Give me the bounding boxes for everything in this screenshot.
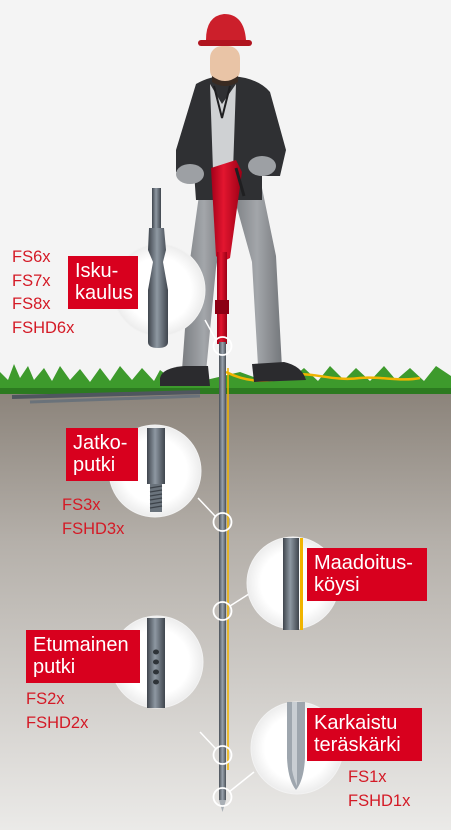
label-isku-kaulus: Isku- kaulus: [68, 256, 138, 309]
rod-hammer: [211, 160, 246, 344]
spare-rods: [11, 390, 201, 404]
codes-karkaistu-teräskärki: FS1x FSHD1x: [348, 768, 411, 810]
part-jatkoputki: [147, 428, 165, 512]
part-isku-kaulus: [148, 188, 168, 348]
part-maadoitusköysi: [283, 538, 303, 630]
label-karkaistu-teräskärki: Karkaistu teräskärki: [307, 708, 422, 761]
driven-rod: [219, 342, 226, 800]
part-teräskärki: [287, 702, 305, 790]
codes-isku-kaulus: FS6x FS7x FS8x FSHD6x: [12, 248, 75, 337]
codes-jatkoputki: FS3x FSHD3x: [62, 496, 125, 538]
codes-etumainen-putki: FS2x FSHD2x: [26, 690, 89, 732]
part-etumainen-putki: [147, 618, 165, 708]
label-jatkoputki: Jatko- putki: [66, 428, 138, 481]
label-maadoitusköysi: Maadoitus- köysi: [307, 548, 427, 601]
label-etumainen-putki: Etumainen putki: [26, 630, 140, 683]
rod-markers: [212, 336, 233, 807]
